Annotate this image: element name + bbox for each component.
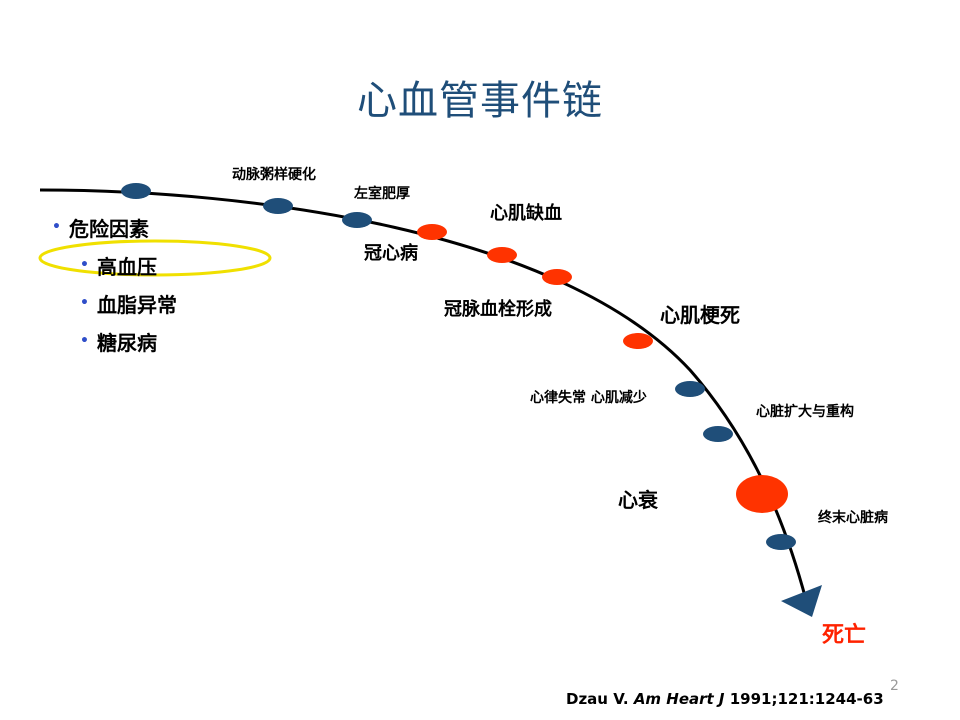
node-start [121, 183, 151, 199]
citation-details: 1991;121:1244-63 [729, 690, 884, 708]
node-arrhythmia [675, 381, 705, 397]
bullet-icon: • [80, 333, 89, 349]
bullet-icon: • [80, 257, 89, 273]
arrowhead-icon [781, 585, 822, 617]
chain-curve [39, 188, 808, 601]
label-mi: 心肌梗死 [660, 303, 740, 327]
label-death: 死亡 [822, 623, 867, 648]
node-mi [623, 333, 653, 349]
citation: Dzau V. Am Heart J 1991;121:1244-63 [566, 690, 884, 708]
node-lvh [342, 212, 372, 228]
label-ischemia: 心肌缺血 [490, 203, 562, 224]
label-end-stage: 终末心脏病 [818, 510, 888, 526]
highlight-ellipse [38, 239, 272, 277]
page-title: 心血管事件链 [357, 78, 603, 124]
citation-journal: Am Heart J [633, 690, 725, 708]
node-end-stage [766, 534, 796, 550]
bullet-icon: • [80, 295, 89, 311]
label-heart-failure: 心衰 [618, 488, 658, 512]
node-thrombosis [542, 269, 572, 285]
citation-author: Dzau V. [566, 690, 629, 708]
risk-factor-item: • 血脂异常 [80, 292, 177, 317]
label-arrhythmia: 心律失常 心肌减少 [530, 390, 647, 406]
label-atherosclerosis: 动脉粥样硬化 [232, 167, 316, 183]
label-chd: 冠心病 [364, 243, 418, 264]
label-lvh: 左室肥厚 [354, 186, 410, 202]
bullet-icon: • [52, 219, 61, 235]
node-heart-failure [736, 475, 788, 513]
node-atherosclerosis [263, 198, 293, 214]
label-remodeling: 心脏扩大与重构 [756, 404, 854, 420]
node-remodeling [703, 426, 733, 442]
label-thrombosis: 冠脉血栓形成 [444, 299, 552, 320]
node-chd [417, 224, 447, 240]
risk-factors-list: • 危险因素 • 高血压 • 血脂异常 • 糖尿病 [52, 208, 177, 360]
page-number: 2 [890, 678, 899, 694]
risk-factors-heading: • 危险因素 [52, 216, 149, 241]
risk-factor-item: • 高血压 [80, 254, 157, 279]
node-ischemia [487, 247, 517, 263]
risk-factor-item: • 糖尿病 [80, 330, 157, 355]
